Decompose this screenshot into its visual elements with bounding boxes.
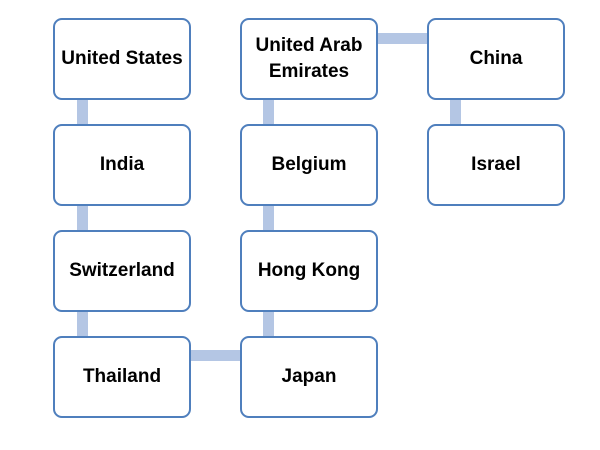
connector-thailand-japan [189,350,242,361]
connector-switzerland-thailand [77,312,88,338]
connector-china-israel [450,100,461,126]
connector-india-switzerland [77,206,88,232]
node-china: China [427,18,565,100]
connector-belgium-uae [263,100,274,126]
connector-uae-china [376,33,429,44]
node-india: India [53,124,191,206]
node-hong-kong: Hong Kong [240,230,378,312]
node-israel: Israel [427,124,565,206]
node-japan: Japan [240,336,378,418]
connector-japan-hongkong [263,312,274,338]
node-united-arab-emirates: United Arab Emirates [240,18,378,100]
connector-hongkong-belgium [263,206,274,232]
node-switzerland: Switzerland [53,230,191,312]
node-belgium: Belgium [240,124,378,206]
node-united-states: United States [53,18,191,100]
connector-us-india [77,100,88,126]
node-thailand: Thailand [53,336,191,418]
